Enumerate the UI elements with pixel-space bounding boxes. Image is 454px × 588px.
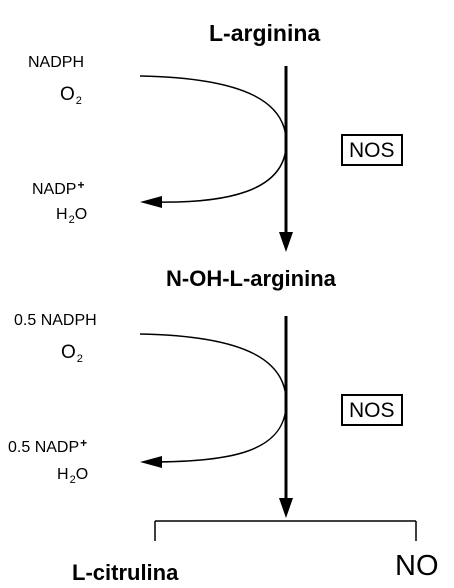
intermediate-label: N-OH-L-arginina — [166, 266, 336, 291]
product-2-label: NO — [395, 550, 439, 582]
step1-output-1-sup: + — [77, 178, 85, 192]
step1-input-2-base: O — [60, 84, 75, 105]
step1-output-1-base: NADP — [32, 181, 77, 198]
step1-output-2: H2O — [56, 206, 87, 226]
step2-output-2-post: O — [75, 466, 89, 483]
step1-input-1: NADPH — [28, 54, 85, 71]
product-1-label: L-citrulina — [72, 560, 179, 585]
step1-cofactor-curve — [139, 75, 287, 203]
step2-cofactor-curve — [139, 333, 287, 463]
step1-cofactor-arrowhead — [140, 196, 162, 208]
step2-input-2: O2 — [61, 342, 83, 365]
step2-output-1-sup: + — [80, 436, 88, 450]
step2-enzyme-box: NOS — [341, 394, 403, 426]
step1-output-2-sub: 2 — [68, 214, 75, 226]
step2-output-1-base: 0.5 NADP — [8, 439, 80, 456]
substrate-label: L-arginina — [209, 20, 321, 46]
step2-output-2-pre: H — [57, 466, 69, 483]
step1-input-2-sub: 2 — [75, 95, 82, 107]
step1-main-arrowhead — [279, 232, 293, 252]
step2-main-arrowhead — [279, 498, 293, 518]
step1-output-2-post: O — [74, 206, 88, 223]
step2-cofactor-arrowhead — [140, 456, 162, 468]
step1-output-1: NADP+ — [32, 178, 84, 199]
step2-output-2: H2O — [57, 466, 88, 486]
step2-output-2-sub: 2 — [69, 474, 76, 486]
step2-output-1: 0.5 NADP+ — [8, 436, 87, 457]
step1-enzyme-box: NOS — [341, 134, 403, 166]
step2-input-1: 0.5 NADPH — [14, 312, 97, 329]
step1-input-2: O2 — [60, 84, 82, 107]
step2-input-2-base: O — [61, 342, 76, 363]
step2-input-2-sub: 2 — [76, 353, 83, 365]
step1-output-2-pre: H — [56, 206, 68, 223]
